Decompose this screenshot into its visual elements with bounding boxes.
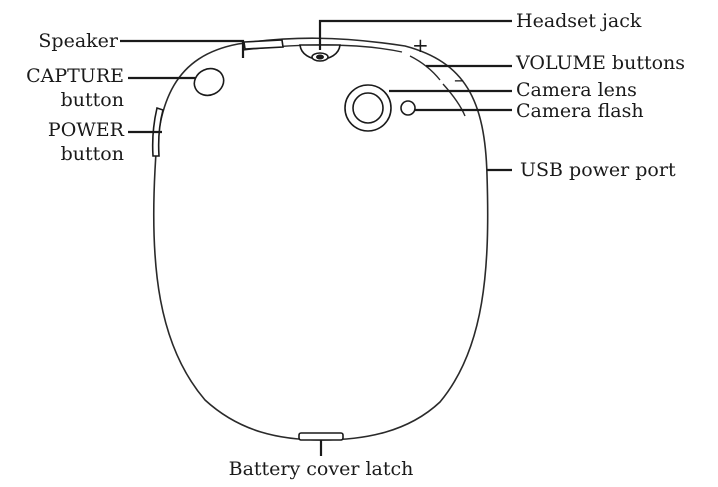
label-camera-flash: Camera flash: [516, 100, 644, 122]
label-power-line1: POWER: [48, 119, 125, 141]
camera-lens-inner: [352, 92, 384, 124]
label-camera-lens: Camera lens: [516, 79, 637, 101]
label-volume-plus: +: [412, 33, 429, 57]
label-speaker: Speaker: [38, 30, 119, 52]
volume-down-button: [442, 83, 466, 117]
label-volume-minus: –: [454, 67, 464, 91]
battery-latch-shape: [298, 432, 344, 441]
label-power-line2: button: [61, 143, 124, 165]
label-battery-cover-latch: Battery cover latch: [229, 458, 414, 480]
label-headset-jack: Headset jack: [516, 10, 642, 32]
label-capture-line1: CAPTURE: [26, 65, 124, 87]
leader-headset-jack: [318, 19, 512, 50]
headset-jack-hole: [316, 54, 324, 60]
capture-button-shape: [193, 67, 225, 97]
label-usb-power-port: USB power port: [520, 159, 676, 181]
label-volume-buttons: VOLUME buttons: [515, 52, 685, 74]
device-body-outline: [152, 37, 489, 441]
camera-flash-shape: [400, 100, 416, 116]
leader-speaker: [120, 39, 245, 58]
speaker-grille: [243, 39, 284, 50]
label-capture-line2: button: [61, 89, 124, 111]
